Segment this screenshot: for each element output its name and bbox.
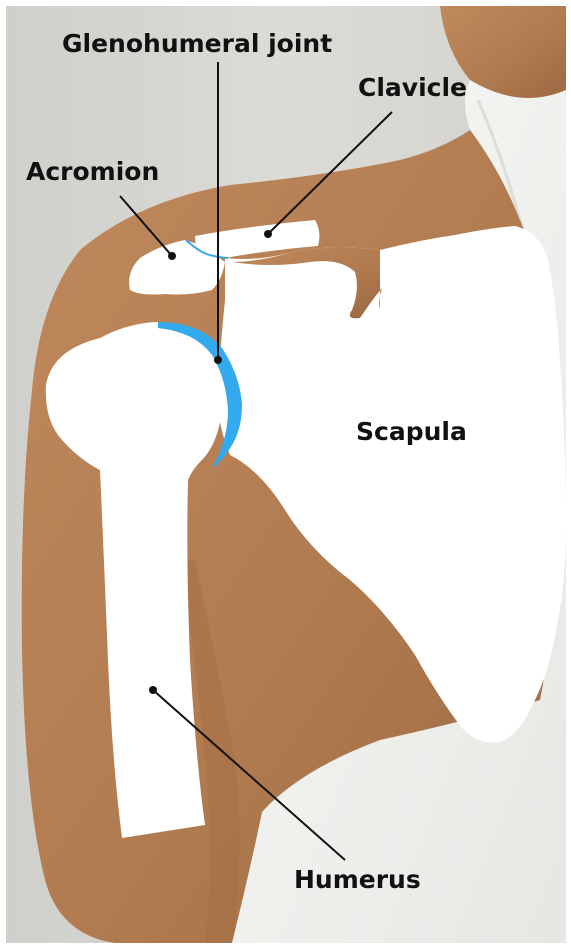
label-glenohumeral-joint: Glenohumeral joint: [62, 29, 332, 58]
clavicle-leader-dot: [264, 230, 272, 238]
label-scapula: Scapula: [356, 417, 467, 446]
label-acromion: Acromion: [26, 157, 159, 186]
label-clavicle: Clavicle: [358, 73, 467, 102]
acromion-leader-dot: [168, 252, 176, 260]
label-humerus: Humerus: [294, 865, 421, 894]
glenohumeral-leader-dot: [214, 356, 222, 364]
humerus-leader-dot: [149, 686, 157, 694]
